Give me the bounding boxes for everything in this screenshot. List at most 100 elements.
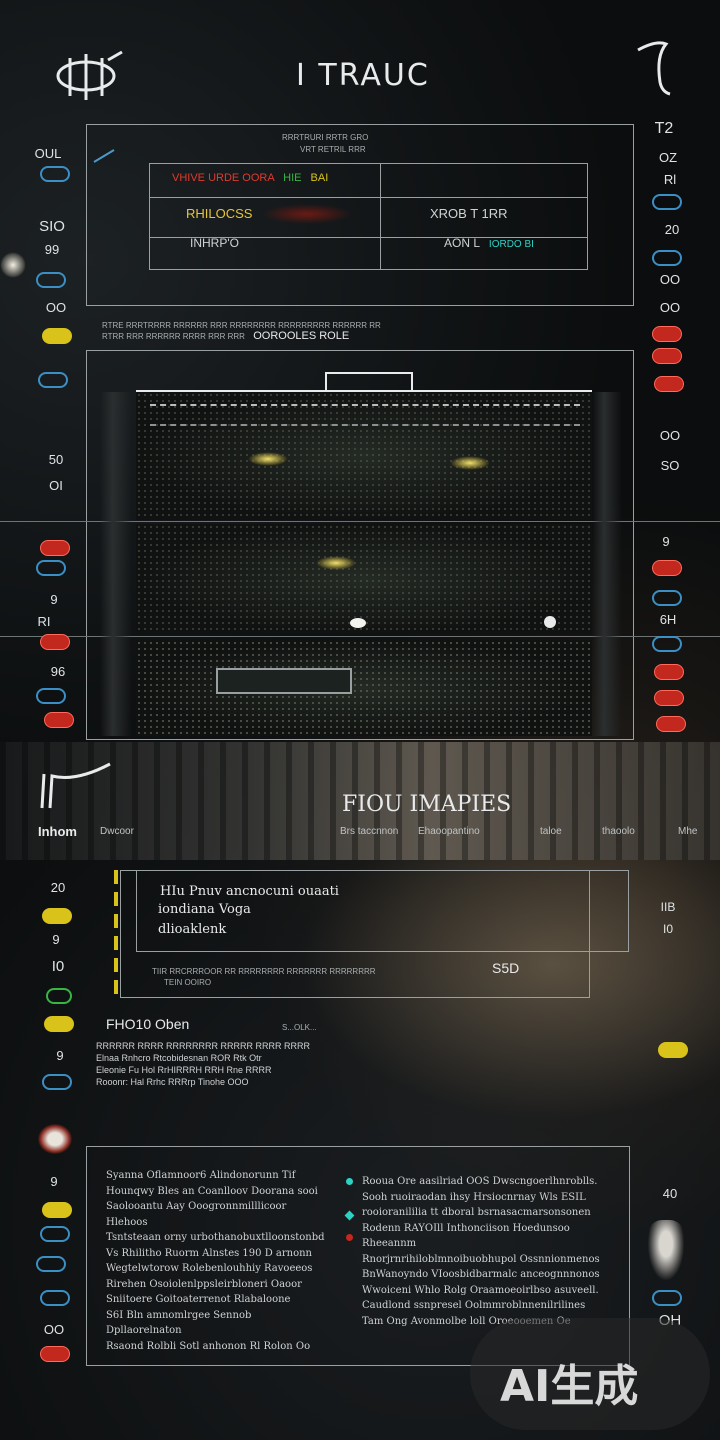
ball-icon [350,618,366,628]
bottom-left-line-3: Saolooantu Aay Ooogronnmilllicoor Hlehoo… [106,1201,287,1228]
left-post [100,392,132,736]
left-badge-green[interactable] [46,988,72,1004]
left-badge-blue[interactable] [38,372,68,388]
top-footnote-strong: OOROOLES ROLE [253,330,350,342]
mascot-icon[interactable] [38,1124,72,1154]
left-badge-yellow[interactable] [44,1016,74,1032]
left-badge-blue[interactable] [36,272,66,288]
left-badge-red[interactable] [40,540,70,556]
banner-link-3[interactable]: Ehaoopantino [418,826,480,837]
right-badge-blue[interactable] [652,590,682,606]
left-stat-4: OO [45,300,67,315]
right-badge-red[interactable] [654,690,684,706]
banner-logo-icon[interactable] [36,762,116,812]
bottom-left-line-7: Rirehen Osoiolenlppsleirbloneri Oaoor [106,1278,302,1290]
info-inner-box [136,870,629,952]
scoreboard-screen [216,668,352,694]
stadium-light-icon [248,452,288,466]
left-badge-blue[interactable] [36,560,66,576]
info-note: TIIR RRCRRROOR RR RRRRRRRR RRRRRRR RRRRR… [152,967,376,976]
left-badge-blue[interactable] [42,1074,72,1090]
left-stat-3: 99 [44,242,60,257]
row3-left: INHRP'O [190,236,239,250]
left-badge-yellow[interactable] [42,328,72,344]
left-stat-7: OI [49,478,63,493]
logo-emblem[interactable] [48,46,126,104]
right-badge-red[interactable] [652,560,682,576]
left-badge-blue[interactable] [40,166,70,182]
left-low-4: 9 [56,1048,64,1063]
info-heading-3: dlioaklenk [158,922,227,937]
banner-link-4[interactable]: taloe [540,826,562,837]
top-panel [86,124,634,306]
table-divider-h2 [149,237,588,238]
info-code: S5D [492,960,520,976]
right-badge-blue[interactable] [652,250,682,266]
right-badge-red[interactable] [654,376,684,392]
arena-top [136,392,592,520]
right-badge-yellow[interactable] [658,1042,688,1058]
bottom-left-text: Syanna Oflamnoor6 Alindonorunn Tif Hounq… [106,1168,330,1354]
right-low-1: IIB [660,900,676,914]
page-title: I TRAUC [296,58,430,93]
sub-heading: FHO10 Oben [106,1016,190,1032]
right-badge-blue[interactable] [652,194,682,210]
stadium-light-icon [316,556,356,570]
left-low-3: I0 [51,958,65,975]
bullet-red-icon [346,1234,353,1241]
left-badge-blue[interactable] [36,1256,66,1272]
right-badge-red[interactable] [652,348,682,364]
left-badge-yellow[interactable] [42,908,72,924]
bottom-right-line-1: Rooua Ore aasilriad OOS Dwscngoerlhnrobl… [362,1176,598,1187]
banner-link-2[interactable]: Brs taccnnon [340,826,399,837]
table-divider-h1 [149,197,588,198]
right-badge-red[interactable] [652,326,682,342]
left-badge-red[interactable] [40,634,70,650]
left-badge-red[interactable] [44,712,74,728]
table-divider-v [380,163,381,270]
accent-mark-icon [92,148,116,164]
top-footnote-1: RTRE RRRTRRRR RRRRRR RRR RRRRRRRR RRRRRR… [102,321,381,330]
info-heading-1: HIu Pnuv ancnocuni ouaati [160,884,339,899]
right-badge-red[interactable] [656,716,686,732]
right-mid-1: 9 [662,534,670,549]
ai-watermark-badge [470,1318,710,1430]
player-avatar-icon[interactable] [648,1220,684,1280]
ball-icon [544,616,556,628]
right-low-2: I0 [662,922,673,936]
spotlight-icon [0,252,26,278]
bullet-cyan-icon [346,1178,353,1185]
left-badge-yellow[interactable] [42,1202,72,1218]
banner-link-6[interactable]: Mhe [678,826,698,837]
bottom-left-line-6: Wegtelwtorow Rolebenlouhhiy Ravoeeos [106,1263,313,1274]
banner-link-5[interactable]: thaoolo [602,826,635,837]
right-stat-1: T2 [654,120,674,137]
ai-watermark: AI生成 [500,1361,639,1412]
row2-right: XROB T 1RR [430,206,508,221]
left-bottom-2: OO [43,1322,65,1337]
left-stat-6: 50 [48,452,64,467]
bottom-right-line-9: Tam Ong Avonmolbe loll Oroeooemen Oe [362,1315,571,1327]
info-note-2: TEIN OOIRO [164,978,212,987]
table-row-1[interactable]: VHIVE URDE OORA HIE BAI [172,172,328,184]
arena-middle [136,524,592,634]
right-badge-red[interactable] [654,664,684,680]
sub-line-1: RRRRRR RRRR RRRRRRRR RRRRR RRRR RRRR [96,1041,310,1051]
banner-brand: Inhom [38,824,77,839]
left-badge-blue[interactable] [40,1226,70,1242]
sub-line-2: Elnaa Rnhcro Rtcobidesnan ROR Rtk Otr [96,1053,262,1063]
bottom-left-line-9: S6I Bln amnomlrgee Sennob Dpllaorelnaton [106,1309,252,1337]
left-badge-red[interactable] [40,1346,70,1362]
left-badge-blue[interactable] [40,1290,70,1306]
info-heading-2: iondiana Voga [158,902,251,917]
right-stat-6: OO [659,300,681,315]
right-post [592,392,622,736]
banner-link-1[interactable]: Dwcoor [100,826,134,837]
right-badge-blue[interactable] [652,636,682,652]
row3-right-cyan: IORDO BI [488,239,534,250]
quill-icon[interactable] [634,38,678,98]
scoreboard-icon[interactable] [325,372,413,392]
right-stat-5: OO [659,272,681,287]
left-badge-blue[interactable] [36,688,66,704]
right-badge-blue[interactable] [652,1290,682,1306]
